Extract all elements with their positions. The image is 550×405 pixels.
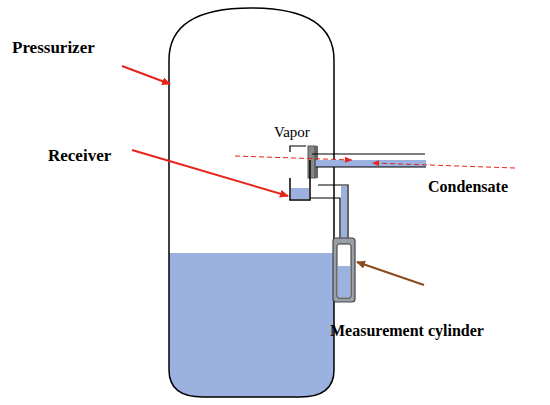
part-label: Receiver (48, 146, 111, 166)
vessel-label: Pressurizer (12, 38, 95, 58)
leader-arrow (357, 262, 424, 285)
pipe-wall (312, 153, 425, 154)
receiver-cup (290, 160, 310, 200)
cylinder-water (338, 266, 350, 297)
receiver-water (291, 188, 309, 199)
drain-pipe (310, 198, 340, 240)
leader-arrow (122, 66, 170, 84)
measurement-cylinder (333, 238, 355, 302)
liquid (169, 253, 334, 397)
part-label: Measurement cylinder (330, 322, 484, 340)
condensate-flow-arrow (372, 163, 515, 168)
leader-arrow (132, 150, 288, 196)
cylinder-glass (337, 244, 351, 298)
drain-water (341, 186, 347, 240)
vapor-flow-arrow (235, 156, 352, 160)
drain-pipe (318, 185, 348, 240)
pipe-wall (316, 166, 426, 167)
flow-label: Condensate (428, 178, 508, 196)
condensate-flow (316, 160, 426, 167)
flow-label: Vapor (274, 124, 310, 141)
vapor-bracket (290, 146, 306, 152)
pressurizer-vessel (169, 8, 334, 397)
